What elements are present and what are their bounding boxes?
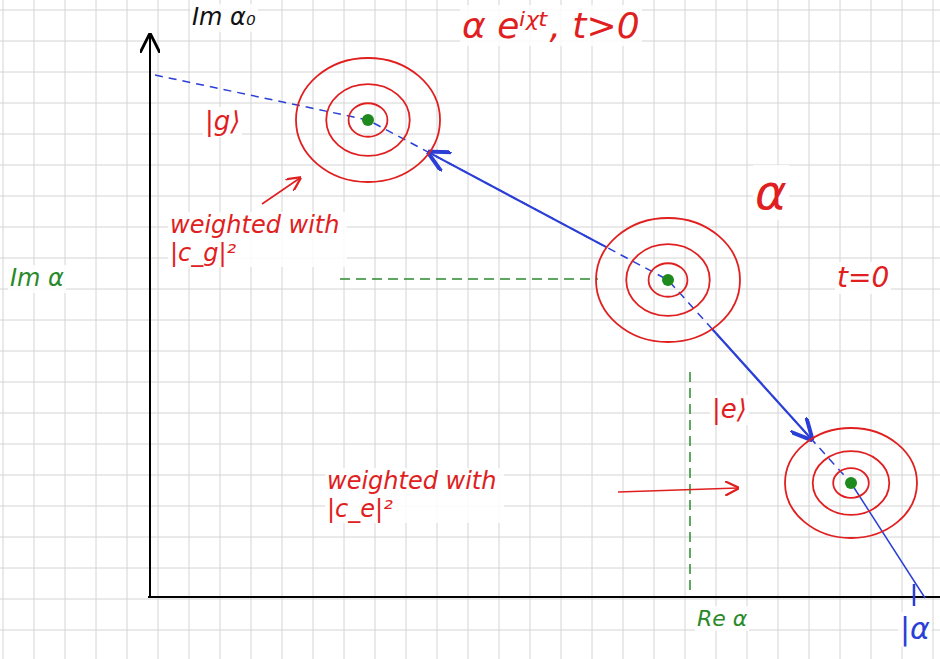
grid-line xyxy=(220,0,221,659)
grid-line xyxy=(654,0,655,659)
grid-line xyxy=(468,0,469,659)
annotation: weighted with |c_e|² xyxy=(325,468,504,523)
im-alpha-guide xyxy=(340,278,598,280)
center-dot xyxy=(362,114,374,126)
grid-line xyxy=(716,0,717,659)
state-label: α xyxy=(753,165,789,220)
axis-label: Im α₀ xyxy=(190,4,258,32)
grid-line xyxy=(375,0,376,659)
grid-line xyxy=(561,0,562,659)
leader-arrow xyxy=(262,178,300,204)
grid-line xyxy=(685,0,686,659)
grid-line xyxy=(127,0,128,659)
contour-rings xyxy=(593,215,743,345)
grid-line xyxy=(96,0,97,659)
grid-line xyxy=(313,0,314,659)
center-dot xyxy=(662,274,674,286)
contour-ring xyxy=(349,103,388,136)
grid-line xyxy=(809,0,810,659)
contour-ring xyxy=(296,58,440,182)
grid-line xyxy=(158,0,159,659)
contour-rings xyxy=(782,425,920,541)
y-axis xyxy=(149,35,151,597)
grid-line xyxy=(0,444,940,445)
grid-line xyxy=(530,0,531,659)
state-label: t=0 xyxy=(835,262,891,294)
grid-line xyxy=(0,258,940,259)
state-label: |e⟩ xyxy=(710,395,749,425)
grid-line xyxy=(3,0,4,659)
coherent-state-blob: αt=0 xyxy=(593,215,743,345)
abs-alpha-tick xyxy=(913,584,916,606)
contour-ring xyxy=(785,428,917,538)
grid-line xyxy=(0,103,940,104)
grid-line xyxy=(0,413,940,414)
grid-line xyxy=(0,537,940,538)
center-dot xyxy=(845,477,857,489)
grid-line xyxy=(840,0,841,659)
grid-line xyxy=(34,0,35,659)
grid-line xyxy=(933,0,934,659)
alpha-ray xyxy=(155,75,851,483)
contour-ring xyxy=(626,244,710,316)
axis-label: |α xyxy=(898,612,932,647)
axis-label: Re α xyxy=(695,606,749,631)
grid-line xyxy=(344,0,345,659)
grid-line xyxy=(0,599,940,600)
contour-ring xyxy=(649,263,688,296)
grid-line xyxy=(592,0,593,659)
grid-line xyxy=(406,0,407,659)
contour-ring xyxy=(833,468,869,498)
leader-arrow xyxy=(618,488,738,492)
grid-line xyxy=(778,0,779,659)
grid-line xyxy=(0,165,940,166)
grid-line xyxy=(871,0,872,659)
grid-line xyxy=(251,0,252,659)
grid-line xyxy=(0,289,940,290)
contour-ring xyxy=(326,84,410,156)
grid-line xyxy=(499,0,500,659)
state-label: α eⁱᵡᵗ, t>0 xyxy=(460,5,642,46)
grid-line xyxy=(0,72,940,73)
state-label: |g⟩ xyxy=(203,107,242,137)
re-alpha-guide xyxy=(689,372,691,594)
grid-line xyxy=(0,320,940,321)
grid-line xyxy=(0,568,940,569)
grid-line xyxy=(0,382,940,383)
x-axis xyxy=(148,596,940,598)
grid-line xyxy=(0,196,940,197)
grid-line xyxy=(747,0,748,659)
grid-line xyxy=(282,0,283,659)
grid-line xyxy=(0,630,940,631)
coherent-state-blob: |e⟩ xyxy=(782,425,920,541)
grid-line xyxy=(0,134,940,135)
annotation: weighted with |c_g|² xyxy=(168,212,347,267)
grid-line xyxy=(0,351,940,352)
grid-line xyxy=(902,0,903,659)
axis-label: Im α xyxy=(8,265,66,293)
grid-line xyxy=(189,0,190,659)
contour-ring xyxy=(813,451,890,515)
contour-ring xyxy=(596,218,740,342)
grid-line xyxy=(0,227,940,228)
contour-rings xyxy=(293,55,443,185)
coherent-state-blob: α eⁱᵡᵗ, t>0|g⟩ xyxy=(293,55,443,185)
displacement-arrow xyxy=(429,153,607,248)
grid-line xyxy=(65,0,66,659)
